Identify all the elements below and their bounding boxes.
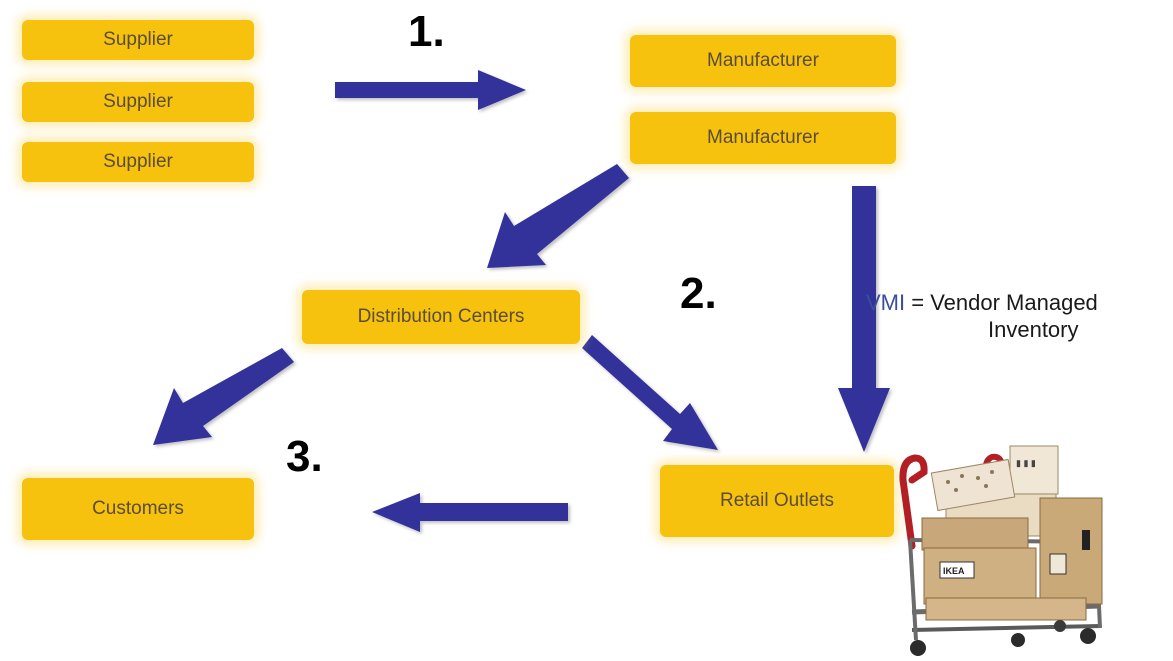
manufacturer-node-1: Manufacturer <box>630 35 896 87</box>
supplier-label: Supplier <box>103 29 173 50</box>
retail-outlets-label: Retail Outlets <box>719 490 835 511</box>
arrow-suppliers-to-manufacturer <box>335 70 526 110</box>
supplier-node-2: Supplier <box>22 82 254 122</box>
step-number-3: 3. <box>286 432 323 481</box>
supplier-label: Supplier <box>103 151 173 172</box>
supplier-node-1: Supplier <box>22 20 254 60</box>
retail-outlets-node: Retail Outlets <box>660 465 894 537</box>
svg-text:IKEA: IKEA <box>943 566 965 576</box>
distribution-centers-label: Distribution Centers <box>357 306 525 327</box>
supplier-node-3: Supplier <box>22 142 254 182</box>
step-number-1: 1. <box>408 7 445 56</box>
arrow-distribution-to-customers <box>153 348 294 445</box>
svg-text:▮ ▮ ▮: ▮ ▮ ▮ <box>1016 458 1036 468</box>
vmi-definition-line1: = Vendor Managed <box>911 290 1098 315</box>
manufacturer-node-2: Manufacturer <box>630 112 896 164</box>
vmi-annotation: VMI = Vendor Managed Inventory <box>866 289 1166 343</box>
supplier-label: Supplier <box>103 91 173 112</box>
customers-node: Customers <box>22 478 254 540</box>
arrow-manufacturer-to-retail-vmi <box>838 186 890 452</box>
arrow-retail-to-customers <box>372 493 568 532</box>
arrow-manufacturer-to-distribution <box>487 164 629 268</box>
manufacturer-label: Manufacturer <box>707 127 819 148</box>
manufacturer-label: Manufacturer <box>707 50 819 71</box>
step-number-2: 2. <box>680 269 717 318</box>
arrow-distribution-to-retail <box>582 335 718 450</box>
cart-icon: ▮ ▮ ▮ IKEA <box>899 445 1103 656</box>
distribution-centers-node: Distribution Centers <box>302 290 580 344</box>
customers-label: Customers <box>92 498 184 519</box>
vmi-abbreviation: VMI <box>866 290 906 315</box>
vmi-definition-line2: Inventory <box>988 317 1079 342</box>
